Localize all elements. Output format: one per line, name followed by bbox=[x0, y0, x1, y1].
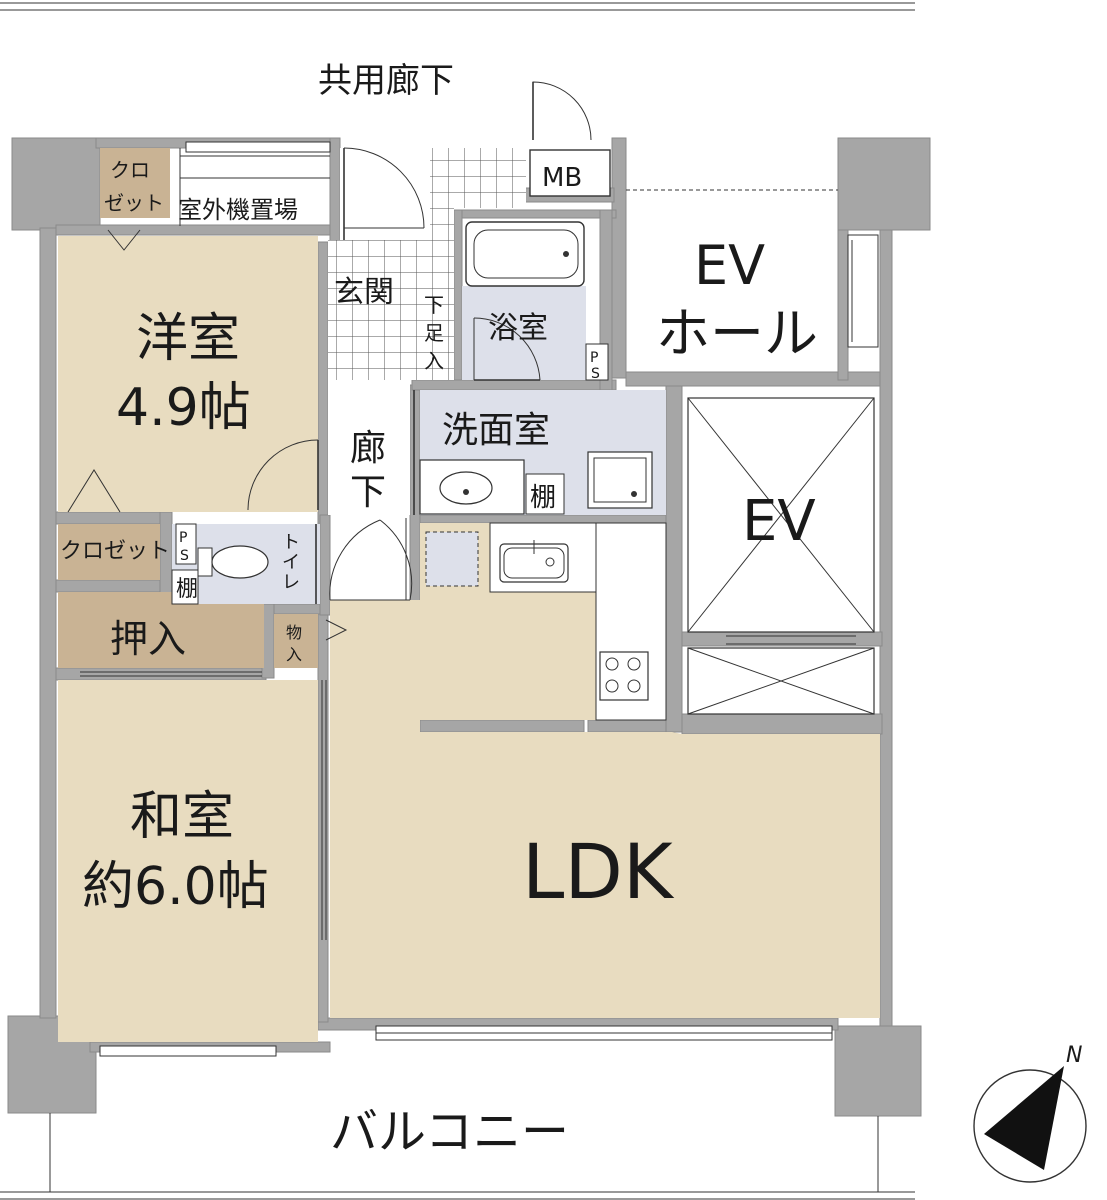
outdoor-unit-area bbox=[179, 148, 330, 226]
western-room-label: 洋室 bbox=[136, 309, 240, 369]
ev-hall bbox=[626, 189, 879, 348]
column-bottom-right bbox=[834, 1025, 922, 1117]
closet-door-marks bbox=[67, 229, 348, 641]
shelf-wash-box bbox=[525, 473, 565, 515]
toilet-label-2: イ bbox=[282, 552, 300, 573]
ps-bath-box bbox=[585, 343, 609, 381]
washing-machine-pan bbox=[587, 451, 653, 509]
windows bbox=[99, 141, 833, 1057]
bath-door bbox=[473, 317, 541, 381]
mb-label: MB bbox=[542, 163, 582, 193]
small-storage-floor bbox=[274, 614, 318, 668]
storage-small-label-2: 入 bbox=[286, 645, 302, 664]
shoe-storage-label-1: 下 bbox=[424, 293, 444, 317]
compass-label: N bbox=[1066, 1043, 1082, 1068]
sliding-doors bbox=[80, 671, 327, 940]
hallway-label-1: 廊 bbox=[350, 428, 386, 469]
washroom-fixtures bbox=[419, 451, 653, 515]
kitchen-counter bbox=[425, 522, 667, 721]
shelf-toilet-label: 棚 bbox=[176, 577, 198, 602]
japanese-room-label: 和室 bbox=[130, 787, 234, 847]
ldk-door bbox=[329, 518, 413, 601]
balcony bbox=[0, 1113, 915, 1200]
western-room-floor bbox=[58, 236, 318, 512]
ev-hall-label-2: ホール bbox=[656, 302, 818, 365]
common-corridor-label: 共用廊下 bbox=[318, 61, 454, 101]
stove bbox=[599, 651, 649, 701]
ev-label: EV bbox=[742, 489, 816, 554]
bath-floor bbox=[462, 286, 586, 380]
ldk-floor bbox=[330, 600, 880, 1018]
oshiire-label: 押入 bbox=[110, 617, 186, 661]
ps-toilet-label-1: P bbox=[179, 530, 187, 546]
column-top-right bbox=[837, 137, 931, 231]
shoe-storage-label-3: 入 bbox=[424, 349, 444, 373]
shelf-wash-label: 棚 bbox=[530, 483, 556, 513]
toilet-label-3: レ bbox=[282, 572, 300, 593]
hallway-label-2: 下 bbox=[350, 472, 386, 513]
japanese-room-size: 約6.0帖 bbox=[82, 857, 269, 917]
oshiire-floor bbox=[58, 592, 264, 668]
entrance-door bbox=[343, 147, 425, 240]
ev-hall-label-1: EV bbox=[694, 234, 765, 297]
closet-top-label-2: ゼット bbox=[104, 191, 164, 215]
top-border bbox=[0, 2, 915, 11]
bath-label: 浴室 bbox=[488, 311, 548, 346]
closet-mid-floor bbox=[58, 524, 160, 580]
outdoor-unit-label: 室外機置場 bbox=[178, 196, 298, 224]
ldk-label: LDK bbox=[522, 827, 675, 916]
compass: N bbox=[973, 1043, 1087, 1183]
japanese-room-floor bbox=[58, 680, 318, 1042]
closet-mid-label: クロゼット bbox=[60, 539, 170, 564]
bathtub bbox=[465, 221, 585, 287]
hallway-floor bbox=[328, 380, 410, 515]
balcony-label: バルコニー bbox=[330, 1104, 569, 1160]
kitchen-box bbox=[426, 532, 478, 586]
shoe-storage-label-2: 足 bbox=[424, 321, 444, 345]
mb-door bbox=[532, 81, 592, 141]
washroom-label: 洗面室 bbox=[442, 410, 550, 451]
western-room-door bbox=[247, 439, 319, 511]
ps-toilet-label-2: S bbox=[180, 548, 189, 564]
toilet-fixtures bbox=[171, 523, 317, 605]
storage-small-label-1: 物 bbox=[286, 623, 302, 642]
entrance-tile-floor-lower bbox=[328, 240, 454, 380]
entrance-label: 玄関 bbox=[334, 275, 394, 310]
mb-box bbox=[529, 149, 611, 197]
ev-shaft bbox=[687, 397, 875, 715]
ps-bath-label-1: P bbox=[590, 350, 598, 366]
compass-needle-icon bbox=[984, 1066, 1064, 1170]
closet-top-floor bbox=[100, 148, 170, 218]
western-room-size: 4.9帖 bbox=[116, 378, 251, 438]
ps-bath-label-2: S bbox=[591, 366, 600, 382]
column-top-left bbox=[11, 137, 101, 231]
toilet-label-1: ト bbox=[282, 532, 300, 553]
closet-top-label-1: クロ bbox=[110, 158, 150, 182]
